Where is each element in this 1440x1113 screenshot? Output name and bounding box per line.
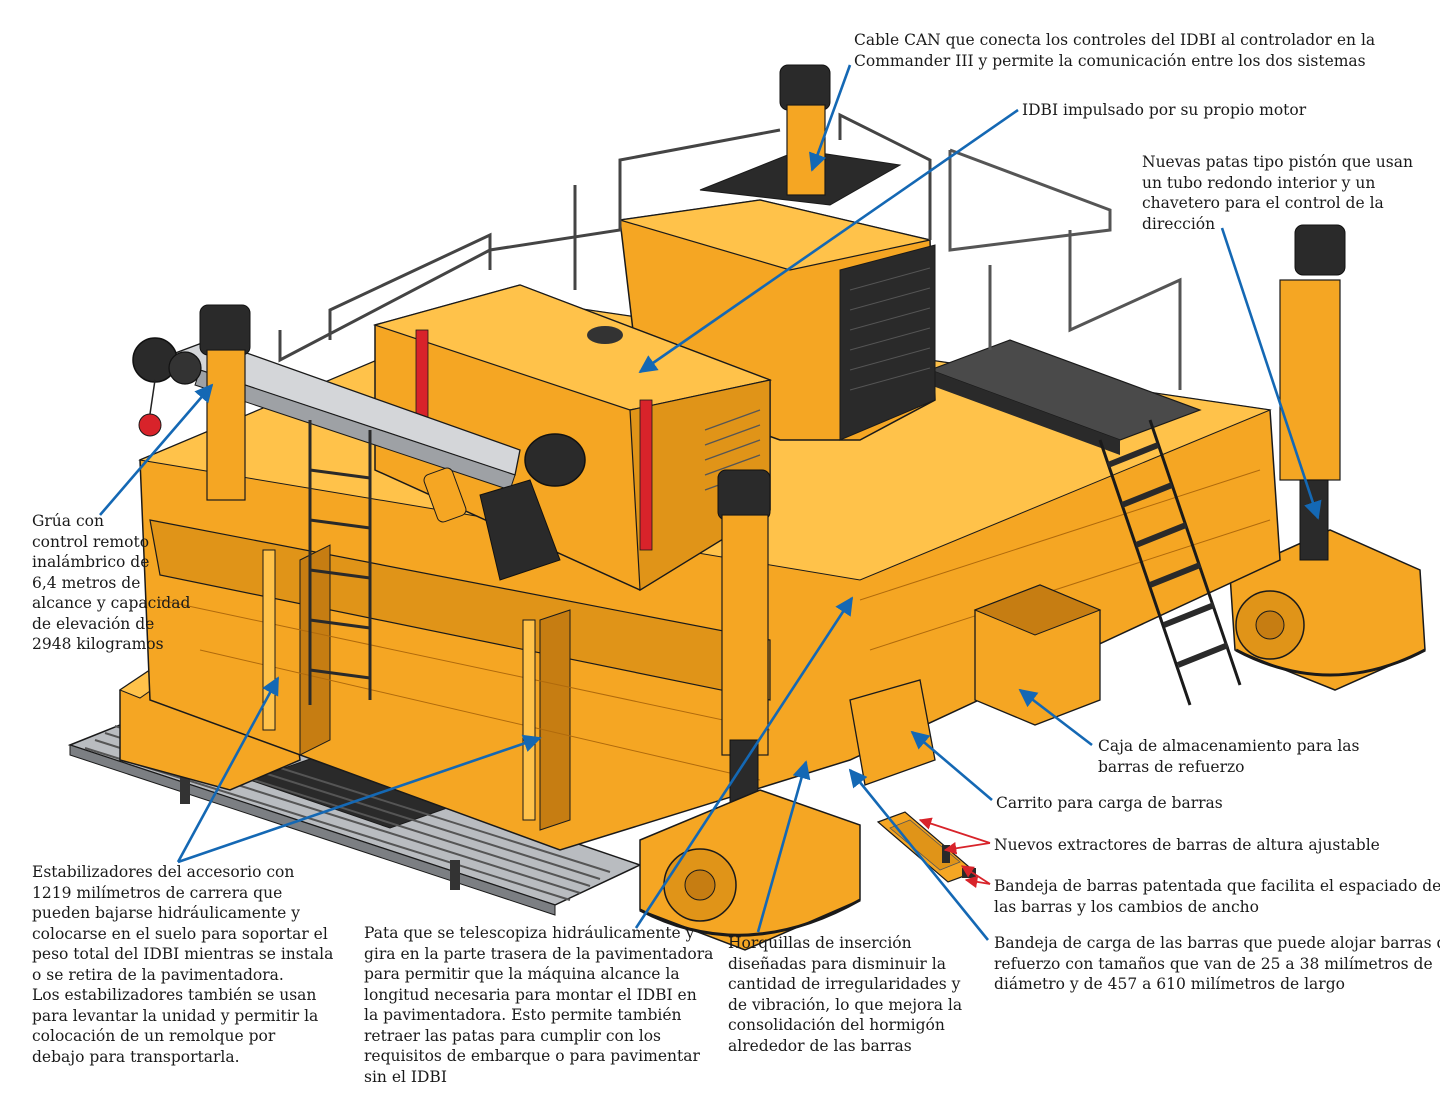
annotation-line: refuerzo con tamaños que van de 25 a 38 … — [994, 954, 1433, 973]
leader-crane — [99, 383, 214, 516]
annotation-line: alcance y capacidad — [32, 594, 191, 612]
annotation-line: dirección — [1142, 214, 1216, 233]
annotation-line: alrededor de las barras — [728, 1036, 912, 1055]
annotation-line: colocación de un remolque por — [32, 1027, 276, 1045]
annotation-line: peso total del IDBI mientras se instala — [32, 945, 334, 963]
annotation-line: diseñadas para disminuir la — [728, 954, 946, 973]
annotation-line: inalámbrico de — [32, 553, 150, 571]
annotation-line: chavetero para el control de la — [1142, 194, 1384, 212]
engine-box — [372, 284, 773, 592]
annotation-line: Commander III y permite la comunicación … — [854, 51, 1366, 70]
guard-rails — [278, 112, 932, 363]
annotation-line: pueden bajarse hidráulicamente y — [32, 904, 301, 922]
leader-stabilizer-2 — [177, 734, 542, 864]
leader-cart — [910, 730, 993, 801]
annotation-line: control remoto — [32, 532, 150, 551]
front-track — [639, 789, 861, 951]
annotation-line: IDBI impulsado por su propio motor — [1022, 101, 1307, 119]
leader-loading-tray — [848, 768, 990, 941]
bar-cart — [849, 679, 936, 786]
right-rear-track — [1229, 529, 1426, 691]
annotation-crane: Grúa con control remoto inalámbrico de 6… — [32, 511, 190, 655]
annotation-line: para levantar la unidad y permitir la — [32, 1006, 319, 1025]
annotation-line: Grúa con — [32, 512, 104, 530]
annotation-line: requisitos de embarque o para pavimentar — [364, 1047, 700, 1065]
annotation-line: de vibración, lo que mejora la — [728, 995, 963, 1014]
stair-ladder — [1098, 419, 1242, 706]
leader-tray-1 — [960, 865, 991, 885]
annotation-line: Cable CAN que conecta los controles del … — [854, 31, 1376, 49]
annotation-line: consolidación del hormigón — [728, 1016, 945, 1034]
annotation-line: 1219 milímetros de carrera que — [32, 883, 283, 902]
annotation-line: de elevación de — [32, 614, 155, 633]
annotation-line: barras de refuerzo — [1098, 757, 1245, 776]
storage-box — [973, 584, 1102, 726]
leader-stabilizer-1 — [176, 676, 280, 863]
annotation-storage-box: Caja de almacenamiento para las barras d… — [1098, 736, 1360, 777]
annotation-line: 2948 kilogramos — [32, 635, 164, 653]
annotation-idbi-engine: IDBI impulsado por su propio motor — [1022, 100, 1306, 121]
annotation-line: cantidad de irregularidades y — [728, 975, 961, 993]
annotation-line: gira en la parte trasera de la pavimenta… — [364, 944, 714, 963]
leader-storage-box — [1018, 688, 1093, 747]
annotation-telescoping-leg: Pata que se telescopiza hidráulicamente … — [364, 923, 713, 1087]
annotation-line: Pata que se telescopiza hidráulicamente … — [364, 924, 695, 942]
annotation-line: sin el IDBI — [364, 1067, 447, 1086]
annotation-line: Bandeja de carga de las barras que puede… — [994, 934, 1440, 952]
annotation-line: Horquillas de inserción — [728, 934, 912, 952]
annotation-line: para permitir que la máquina alcance la — [364, 965, 680, 983]
leader-telescoping-leg — [634, 596, 854, 929]
annotation-line: Estabilizadores del accesorio con — [32, 863, 295, 881]
annotation-forks: Horquillas de inserción diseñadas para d… — [728, 933, 962, 1056]
leader-tray-2 — [964, 875, 991, 889]
leader-can-cable — [809, 64, 852, 172]
annotation-line: Nuevas patas tipo pistón que usan — [1142, 153, 1413, 171]
annotation-stabilizers: Estabilizadores del accesorio con 1219 m… — [32, 862, 333, 1067]
annotation-line: debajo para transportarla. — [32, 1047, 240, 1066]
annotation-line: Carrito para carga de barras — [996, 794, 1223, 812]
annotation-line: o se retira de la pavimentadora. — [32, 965, 284, 984]
annotation-cart: Carrito para carga de barras — [996, 793, 1223, 814]
leader-extractors-1 — [918, 817, 991, 844]
annotation-line: colocarse en el suelo para soportar el — [32, 924, 328, 943]
annotation-can-cable: Cable CAN que conecta los controles del … — [854, 30, 1375, 71]
annotation-piston-legs: Nuevas patas tipo pistón que usan un tub… — [1142, 152, 1413, 234]
annotation-line: longitud necesaria para montar el IDBI e… — [364, 985, 697, 1004]
annotation-line: la pavimentadora. Esto permite también — [364, 1006, 682, 1024]
front-ladder — [308, 420, 372, 705]
leader-extractors-2 — [943, 842, 991, 855]
annotation-line: Bandeja de barras patentada que facilita… — [994, 877, 1440, 895]
leader-lines — [99, 64, 1322, 941]
annotation-line: las barras y los cambios de ancho — [994, 897, 1259, 916]
annotation-line: retraer las patas para cumplir con los — [364, 1026, 662, 1045]
annotation-line: diámetro y de 457 a 610 milímetros de la… — [994, 975, 1345, 993]
right-platform — [928, 148, 1202, 455]
annotation-loading-tray: Bandeja de carga de las barras que puede… — [994, 933, 1440, 995]
leader-forks — [756, 760, 811, 933]
leader-piston-legs — [1220, 227, 1322, 520]
crane — [132, 337, 586, 581]
annotation-line: 6,4 metros de — [32, 573, 141, 592]
annotation-patented-tray: Bandeja de barras patentada que facilita… — [994, 876, 1440, 917]
annotation-line: Los estabilizadores también se usan — [32, 986, 317, 1004]
annotation-line: un tubo redondo interior y un — [1142, 173, 1376, 192]
piston-columns — [199, 64, 1346, 821]
leader-idbi-engine — [638, 108, 1019, 374]
annotation-extractors: Nuevos extractores de barras de altura a… — [994, 835, 1380, 856]
annotation-line: Caja de almacenamiento para las — [1098, 737, 1360, 755]
annotation-line: Nuevos extractores de barras de altura a… — [994, 836, 1380, 854]
